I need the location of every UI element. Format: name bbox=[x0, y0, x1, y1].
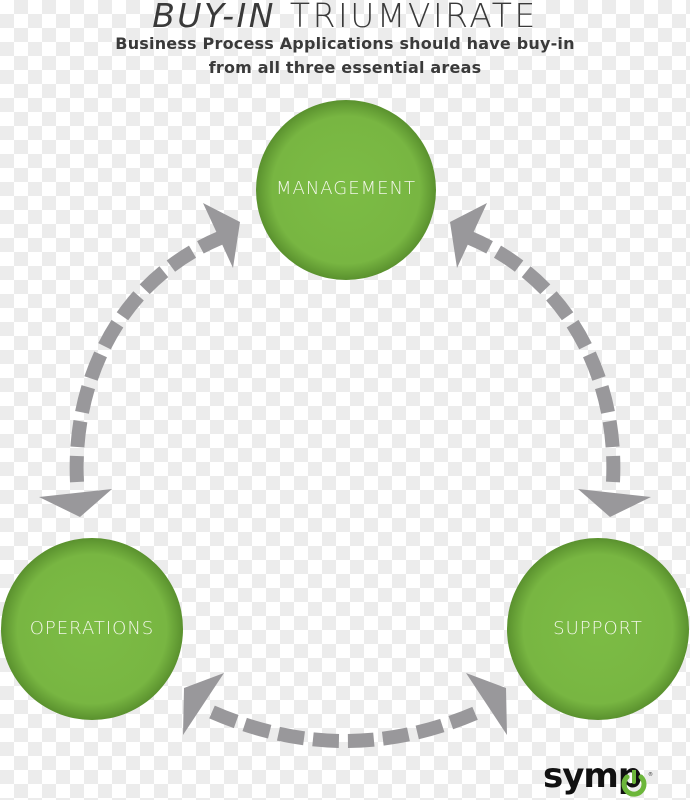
arrowhead-bottom-right bbox=[466, 673, 507, 735]
arrowhead-left-top bbox=[203, 203, 240, 268]
subtitle-line-2: from all three essential areas bbox=[208, 58, 482, 77]
arrow-shaft-right bbox=[467, 231, 621, 483]
title-triumvirate: TRIUMVIRATE bbox=[289, 0, 538, 35]
diagram-title: BUY-IN TRIUMVIRATE bbox=[0, 0, 690, 35]
title-buy-in: BUY-IN bbox=[152, 0, 276, 35]
arrowhead-left-bottom bbox=[39, 489, 112, 517]
node-management bbox=[256, 100, 436, 280]
arrowhead-right-top bbox=[450, 203, 487, 268]
arrow-shaft-left bbox=[69, 231, 223, 483]
node-operations bbox=[1, 538, 183, 720]
arrowhead-bottom-left bbox=[183, 673, 224, 735]
subtitle-line-1: Business Process Applications should hav… bbox=[115, 34, 575, 53]
arrow-operations-support bbox=[183, 673, 507, 748]
node-label-support: SUPPORT bbox=[553, 618, 643, 639]
power-icon: ® bbox=[621, 770, 653, 797]
node-support bbox=[507, 538, 689, 720]
svg-text:®: ® bbox=[648, 771, 653, 778]
arrowhead-right-bottom bbox=[578, 489, 651, 517]
arrow-management-operations bbox=[39, 203, 240, 517]
node-label-operations: OPERATIONS bbox=[29, 618, 155, 639]
arrow-management-support bbox=[450, 203, 651, 517]
node-label-management: MANAGEMENT bbox=[276, 178, 416, 199]
arrow-shaft-bottom bbox=[209, 705, 481, 748]
